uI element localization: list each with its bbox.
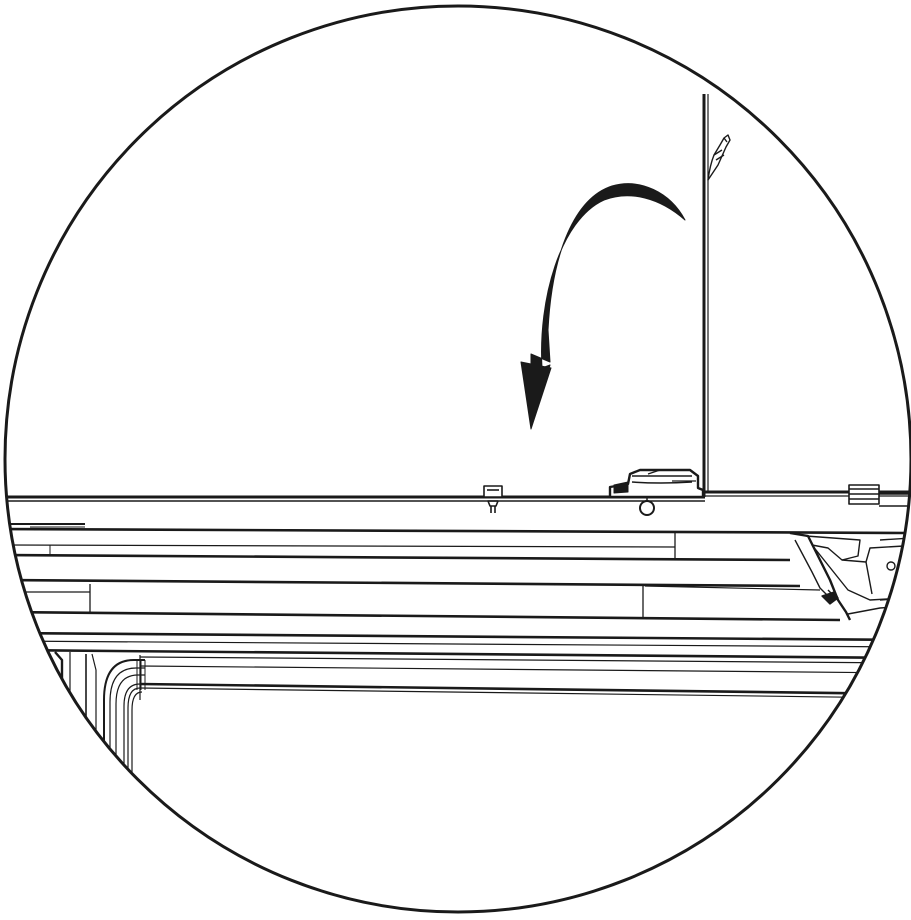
cover-panel-horizontal <box>5 490 911 502</box>
inner-frame-corner <box>54 651 146 912</box>
push-fastener <box>483 485 503 513</box>
curved-arrow-icon <box>520 183 686 430</box>
wall-anchor <box>707 134 731 181</box>
latch-clip <box>608 468 705 499</box>
right-end-bracket <box>848 484 911 507</box>
cover-panel-vertical <box>702 94 709 497</box>
frame-end-cap <box>789 531 911 621</box>
hinge-pin-ring <box>639 497 655 516</box>
frame-rails <box>5 523 911 699</box>
detail-circle-outline <box>3 4 911 914</box>
